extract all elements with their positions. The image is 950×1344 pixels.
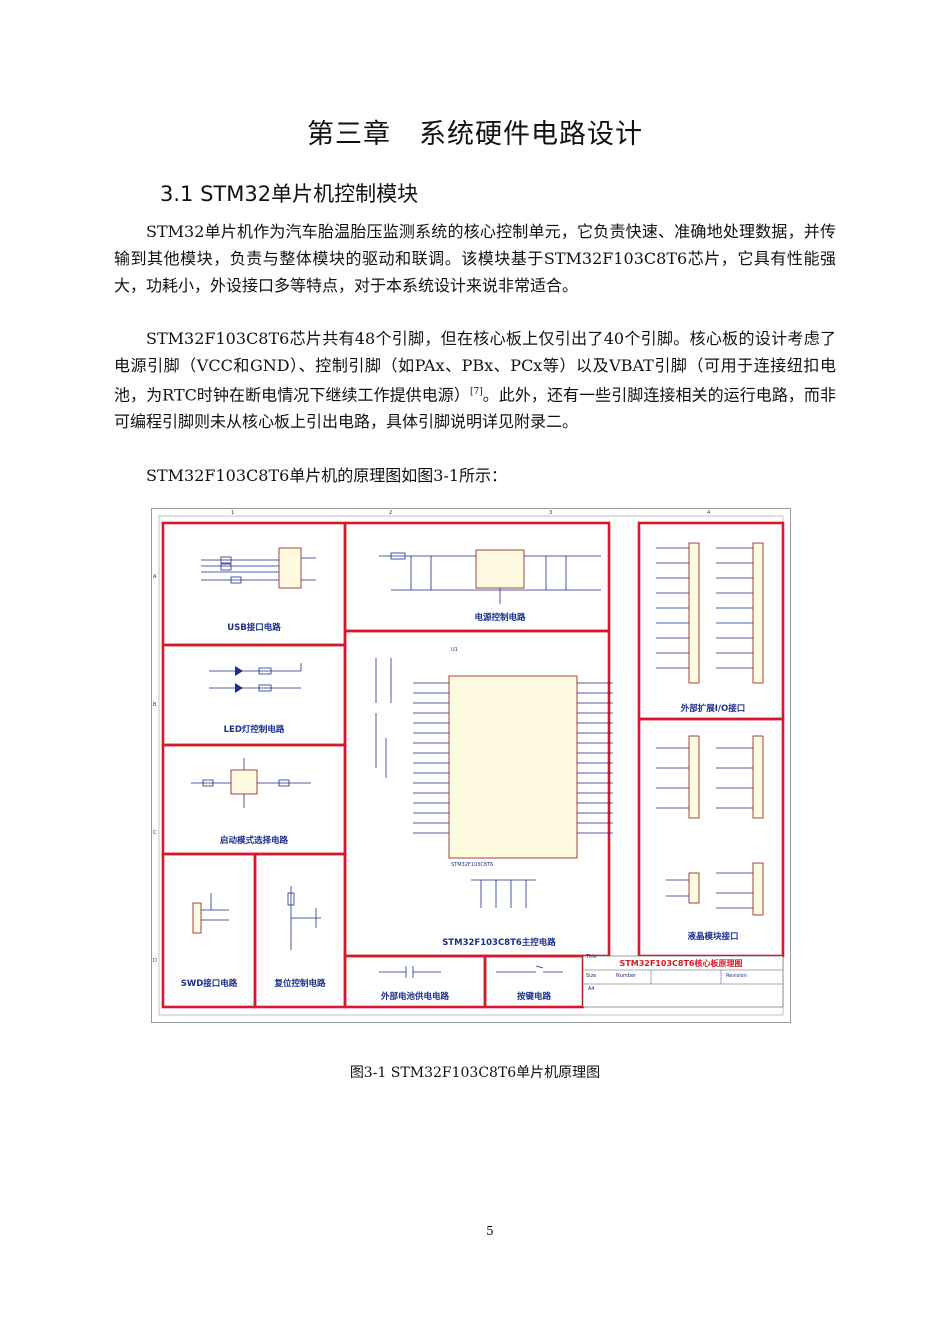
lcd-label: 液晶模块接口	[687, 931, 738, 942]
title-block-label: STM32F103C8T6核心板原理图	[620, 958, 743, 968]
battery-label: 外部电池供电电路	[380, 991, 450, 1002]
figure-caption: 图3-1 STM32F103C8T6单片机原理图	[349, 1065, 601, 1081]
usb-label: USB接口电路	[227, 622, 281, 633]
chapter-title: 第三章 系统硬件电路设计	[307, 119, 643, 150]
title-field: Title	[585, 954, 597, 960]
paragraph-2-tail: 。此外，还有一些引脚连接相关的运行电路，而非可编程引脚则未从核心板上引出电路，具…	[114, 385, 836, 432]
key-label: 按键电路	[517, 991, 552, 1002]
reset-block	[253, 852, 347, 1009]
boot-label: 启动模式选择电路	[220, 835, 289, 846]
citation-ref: [7]	[469, 387, 483, 397]
swd-label: SWD接口电路	[181, 978, 238, 989]
size-field: Size	[586, 973, 596, 979]
main-label: STM32F103C8T6主控电路	[442, 937, 556, 948]
chip-ref: U1	[451, 647, 458, 653]
chip-name: STM32F103C8T6	[451, 862, 493, 868]
grid-row-d: D	[153, 958, 157, 964]
paragraph-1: STM32单片机作为汽车胎温胎压监测系统的核心控制单元，它负责快速、准确地处理数…	[114, 222, 836, 295]
number-field: Number	[616, 973, 637, 979]
grid-row-a: A	[153, 574, 157, 580]
section-title: 3.1 STM32单片机控制模块	[160, 182, 419, 206]
schematic-figure: 1 2 3 4 A B C D USB接口电路 电源控制电路 LED灯控制电路 …	[151, 508, 791, 1023]
led-label: LED灯控制电路	[224, 724, 285, 735]
size-value: A4	[588, 986, 595, 992]
ext-io-label: 外部扩展I/O接口	[680, 703, 746, 714]
power-label: 电源控制电路	[474, 612, 526, 623]
grid-row-b: B	[153, 702, 157, 708]
grid-col-2: 2	[389, 510, 392, 516]
paragraph-3: STM32F103C8T6单片机的原理图如图3-1所示：	[146, 466, 508, 485]
grid-col-3: 3	[549, 510, 552, 516]
grid-row-c: C	[153, 830, 157, 836]
revision-field: Revision	[726, 973, 747, 979]
grid-col-1: 1	[231, 510, 234, 516]
paragraph-2: STM32F103C8T6芯片共有48个引脚，但在核心板上仅引出了40个引脚。核…	[114, 325, 836, 435]
reset-label: 复位控制电路	[273, 978, 326, 989]
page-number: 5	[486, 1224, 494, 1238]
grid-col-4: 4	[707, 510, 710, 516]
paragraph-2-text: STM32F103C8T6芯片共有48个引脚，但在核心板上仅引出了40个引脚。核…	[114, 329, 836, 405]
